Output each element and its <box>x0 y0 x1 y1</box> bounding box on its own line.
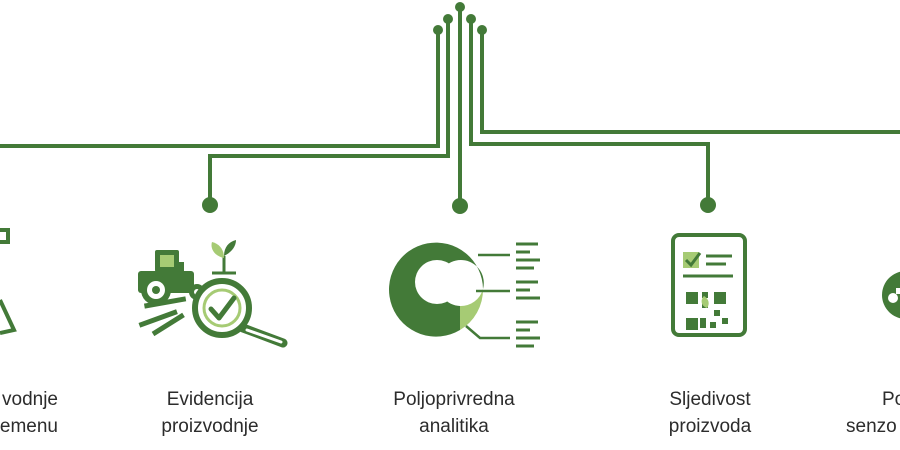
item-4-line2: proizvoda <box>668 416 752 437</box>
connector-node <box>433 25 443 35</box>
item-3-line2: analitika <box>419 416 489 437</box>
connector-node <box>443 14 453 24</box>
connector-line-item4 <box>469 19 710 205</box>
connector-node <box>466 14 476 24</box>
connector-node-top <box>455 2 465 12</box>
connector-line-item2 <box>208 19 450 205</box>
item-5-line2: senzo <box>846 416 897 437</box>
connector-line-left <box>0 30 440 148</box>
sensor-tractor-icon <box>882 271 900 319</box>
connector-node <box>477 25 487 35</box>
connector-endpoint-item3 <box>452 198 468 214</box>
field-map-icon <box>0 228 17 335</box>
item-2-line1: Evidencija <box>166 389 254 410</box>
item-2-line2: proizvodnje <box>161 416 259 437</box>
item-1-label: vodnje emenu <box>0 386 58 440</box>
connector-line-right <box>480 30 900 134</box>
item-1-line1: vodnje <box>2 389 58 410</box>
connector-endpoint-item4 <box>700 197 716 213</box>
connector-endpoint-item2 <box>202 197 218 213</box>
item-3-label: Poljoprivredna analitika <box>344 386 564 440</box>
item-1-line2: emenu <box>0 416 58 437</box>
tractor-inspection-icon <box>138 240 288 348</box>
item-5-label: Po senzo <box>840 386 900 440</box>
qr-document-icon <box>671 233 747 337</box>
item-2-label: Evidencija proizvodnje <box>100 386 320 440</box>
item-4-label: Sljedivost proizvoda <box>600 386 820 440</box>
item-4-line1: Sljedivost <box>669 389 751 410</box>
donut-chart-icon <box>389 242 540 348</box>
item-3-line1: Poljoprivredna <box>393 389 515 410</box>
item-5-line1: Po <box>882 389 900 410</box>
